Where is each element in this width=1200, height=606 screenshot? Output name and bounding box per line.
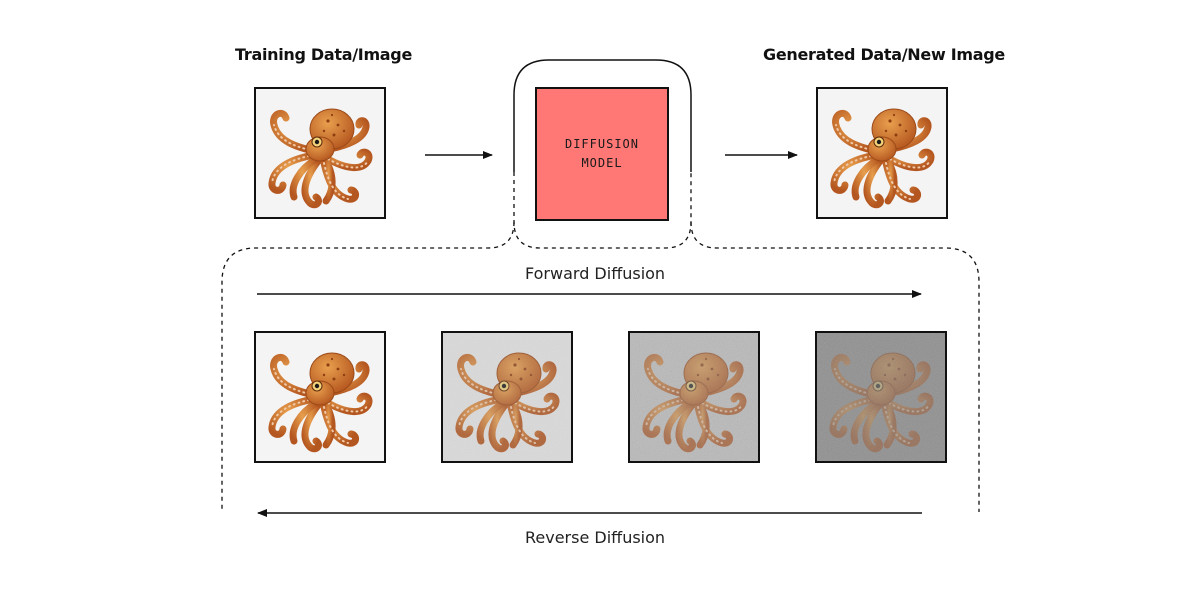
diffusion-step-3-image: [628, 331, 760, 463]
training-data-title: Training Data/Image: [235, 45, 412, 64]
diffusion-step-2-image: [441, 331, 573, 463]
diffusion-step-1-image: [254, 331, 386, 463]
octopus-icon: [818, 89, 946, 217]
octopus-icon: [256, 89, 384, 217]
training-image: [254, 87, 386, 219]
octopus-icon: [256, 333, 384, 461]
octopus-icon: [630, 333, 758, 461]
model-label-line2: MODEL: [565, 154, 639, 173]
generated-image: [816, 87, 948, 219]
octopus-icon: [817, 333, 945, 461]
reverse-diffusion-label: Reverse Diffusion: [525, 528, 665, 547]
diffusion-step-4-image: [815, 331, 947, 463]
generated-data-title: Generated Data/New Image: [763, 45, 1005, 64]
octopus-icon: [443, 333, 571, 461]
diffusion-model-box: DIFFUSION MODEL: [535, 87, 669, 221]
model-label-line1: DIFFUSION: [565, 135, 639, 154]
forward-diffusion-label: Forward Diffusion: [525, 264, 665, 283]
